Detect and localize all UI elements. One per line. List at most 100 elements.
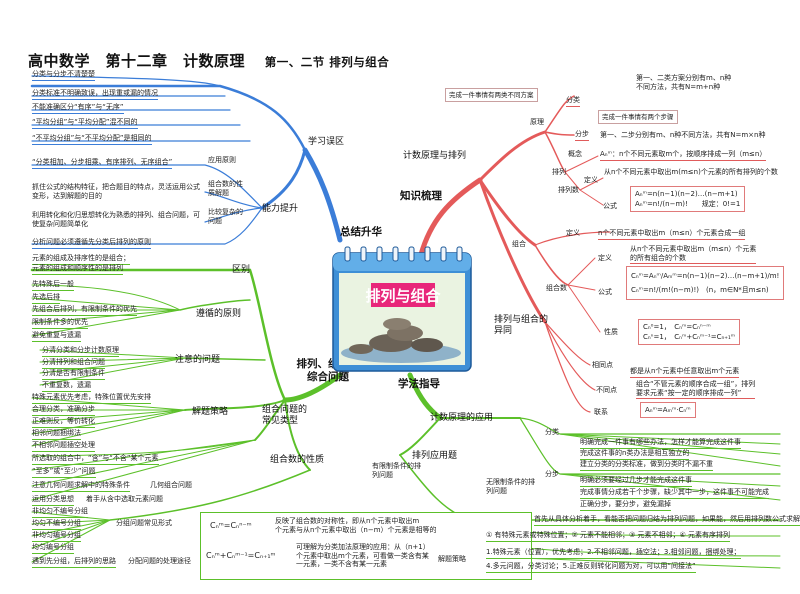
classify-item: 建立分类的分类标准，做到分类时不漏不重 — [580, 460, 713, 471]
label-comb-formula: 公式 — [598, 288, 612, 296]
classify-text: 第一、二类方案分别有m、n种 不同方法，共有N=m+n种 — [636, 74, 732, 91]
step-item: 明确必须要经过几步才能完成这件事 — [580, 476, 692, 487]
comb-def-text: n个不同元素中取出m（m≤n）个元素合成一组 — [598, 229, 746, 240]
label-combination: 组合 — [512, 240, 526, 248]
types-item: 所选取的组合中，“含”与“不含”某个元素 — [32, 454, 159, 465]
grouping-item: 均匀不编号分组 — [32, 519, 81, 530]
types-item: “至多”或“至少”问题 — [32, 467, 96, 478]
hub-property: 组合数的性质 — [270, 455, 325, 465]
classify-item: 明确完成一件事有哪些办法，怎样才能算完成这件事 — [580, 438, 741, 449]
principle-item: 先选后排 — [32, 293, 60, 304]
hub-application: 计数原理的应用 — [430, 413, 494, 423]
grouping-item: 非均匀不编号分组 — [32, 507, 88, 518]
ability-item: 抓住公式的结构特征，把合题目的特点，灵活运用公式变形，达到解题的目的 — [32, 183, 200, 200]
without-cond-text: 首先从具体分析着手，看能否把问题归结为排列问题，如果能，然后用排列数公式求解 — [534, 515, 800, 526]
notice-item: 分清排列和组合问题 — [42, 358, 105, 369]
comb-count-def-text: 从n个不同元素中取出m（m≤n）个元素 的所有组合的个数 — [630, 245, 757, 264]
same-text: 都是从n个元素中任意取出m个元素 — [630, 367, 740, 378]
hub-ability: 能力提升 — [262, 204, 299, 214]
hub-diff: 排列与组合的异同 — [494, 315, 549, 336]
strategy-item: 相邻问题捆绑法 — [32, 429, 81, 440]
label-method-classify: 分类 — [545, 428, 559, 436]
nature-formula: Cₙ⁰=1， Cₙᵐ=Cₙⁿ⁻ᵐ Cₙⁿ=1， Cₙᵐ+Cₙᵐ⁻¹=Cₙ₊₁ᵐ — [638, 319, 741, 345]
blue-trunk — [302, 147, 343, 243]
branch-knowledge: 知识梳理 — [400, 190, 442, 202]
grouping-last: 遇到先分组，后排列的思路 — [32, 557, 116, 568]
grouping-item: 均匀编号分组 — [32, 543, 74, 554]
notice-item: 分清是否有限制条件 — [42, 369, 105, 380]
label-same: 相同点 — [592, 361, 613, 369]
diff-text: 组合“不管元素的顺序合成一组”，排列 要求元素“按一定的顺序排成一列” — [636, 380, 756, 399]
center-label: 排列与组合 — [365, 287, 441, 305]
distinguish-item: 元素的组成和顺序性的是排列 — [32, 264, 123, 275]
label-concept: 概念 — [568, 150, 582, 158]
chapter-title: 高中数学 第十二章 计数原理 — [28, 52, 246, 70]
perm-formula: Aₙᵐ=n(n−1)(n−2)…(n−m+1) Aₙᵐ=n!/(n−m)! 规定… — [630, 186, 746, 212]
ability-sub: 应用原则 — [208, 156, 236, 164]
calendar-icon: 排列与组合 — [332, 246, 472, 372]
ability-sub: 比较复杂的问题 — [208, 208, 243, 225]
grouping-item: 非均匀编号分组 — [32, 531, 81, 542]
label-permutation: 排列 — [552, 168, 566, 176]
mistake-item: 不能准确区分“有序”与“无序” — [32, 103, 124, 114]
types-item: 运用分类思想 — [32, 495, 74, 506]
center-calendar-image: 排列与组合 — [331, 245, 473, 373]
notice-item: 不重复数，遗漏 — [42, 381, 91, 392]
mistake-item: “平均分组”与“平均分配”混不同的 — [32, 118, 138, 129]
property-formula-2: Cₙᵐ+Cₙᵐ⁻¹=Cₙ₊₁ᵐ — [206, 551, 276, 560]
mistake-item: “不平均分组”与“不平均分配”是相同的 — [32, 134, 152, 145]
ability-item: “分类相加、分步相乘、有序排列、无序组合” — [32, 158, 173, 169]
label-perm-def: 定义 — [584, 176, 598, 184]
label-method-step: 分步 — [545, 470, 559, 478]
strategy-item: 正难则反，等价转化 — [32, 417, 95, 428]
hub-distinguish: 区别 — [232, 265, 251, 275]
ability-item: 利用转化和化归思想转化为熟悉的排列、组合问题，可使复杂问题简单化 — [32, 211, 200, 228]
method-strategy-item: 1.特殊元素（位置），优先考虑；2.不相邻问题，插空法；3.相邻问题，捆绑处理； — [486, 548, 741, 559]
hub-learning-mistakes: 学习误区 — [308, 137, 345, 147]
types-item: 注意几何问题求解中的特殊条件 — [32, 481, 130, 492]
label-step: 分步 — [575, 130, 589, 141]
label-perm-count: 排列数 — [558, 186, 579, 194]
branch-method: 学法指导 — [398, 378, 440, 390]
method-strategy-item: ① 有特殊元素或特殊位置；② 元素不能相邻；③ 元素不相邻；④ 元素有序排列 — [486, 531, 731, 542]
label-comb-def: 定义 — [566, 229, 580, 237]
comb-formula: Cₙᵐ=Aₙᵐ/Aₘᵐ=n(n−1)(n−2)…(n−m+1)/m! Cₙᵐ=n… — [626, 266, 785, 300]
grouping-last-right: 分配问题的处理途径 — [128, 557, 191, 565]
distinguish-item: 元素的组成及排序性的是组合； — [32, 254, 130, 265]
label-nature: 性质 — [604, 328, 618, 336]
principle-item: 避免重复与遗漏 — [32, 331, 81, 342]
method-strategy-item: 4.多元问题，分类讨论；5.正难反则转化问题为对，可以用“间接法” — [486, 562, 696, 573]
principle-item: 先组合后排列，有限制条件的优先 — [32, 305, 137, 316]
strategy-item: 合理分类，准确分步 — [32, 405, 95, 416]
label-diff: 不同点 — [596, 386, 617, 394]
note-box-classify: 完成一件事情有两类不同方案 — [445, 88, 538, 102]
step-text: 第一、二步分别有m、n种不同方法，共有N=m×n种 — [600, 131, 766, 139]
grouping-label: 分组问题常见形式 — [116, 519, 172, 527]
label-perm-formula: 公式 — [603, 202, 617, 210]
note-box-step: 完成一件事情有两个步骤 — [598, 110, 678, 124]
with-cond-label: 有限制条件的排列问题 — [372, 462, 421, 479]
step-item: 正确分步，要分步，避免漏掉 — [580, 500, 671, 511]
hub-counting: 计数原理与排列 — [403, 151, 467, 161]
types-right: 几何组合问题 — [150, 481, 192, 489]
types-right: 着手从含中选取元素问题 — [86, 495, 163, 503]
hub-principle: 遵循的原则 — [196, 309, 242, 319]
label-comb-count: 组合数 — [546, 284, 567, 292]
mistake-item: 分类标准不明确致误，出现重或漏的情况 — [32, 89, 158, 100]
ability-sub: 组合数的性质解题 — [208, 180, 243, 197]
property-formula-1: Cₙᵐ=Cₙⁿ⁻ᵐ — [210, 521, 252, 530]
without-cond-label: 无限制条件的排列问题 — [486, 478, 535, 495]
property-box — [200, 512, 532, 580]
hub-strategy: 解题策略 — [192, 407, 229, 417]
ability-item: 分析问题必须遵循先分类后排列的原则 — [32, 238, 151, 249]
strategy-item: 特殊元素优先考虑，特殊位置优先安排 — [32, 393, 151, 404]
classify-item: 完成这件事的n类办法是相互独立的 — [580, 449, 690, 460]
label-classify: 分类 — [566, 96, 580, 107]
branch-summary: 总结升华 — [340, 226, 382, 238]
hub-notice: 注意的问题 — [175, 355, 221, 365]
hub-perm-app: 排列应用题 — [412, 451, 458, 461]
notice-item: 分清分类和分步计数原理 — [42, 346, 119, 357]
property-desc-2: 可理解为分类加法原理的应用：从（n+1） 个元素中取出m个元素，可看做一类含有某… — [296, 543, 430, 568]
label-comb-count-def: 定义 — [598, 254, 612, 262]
